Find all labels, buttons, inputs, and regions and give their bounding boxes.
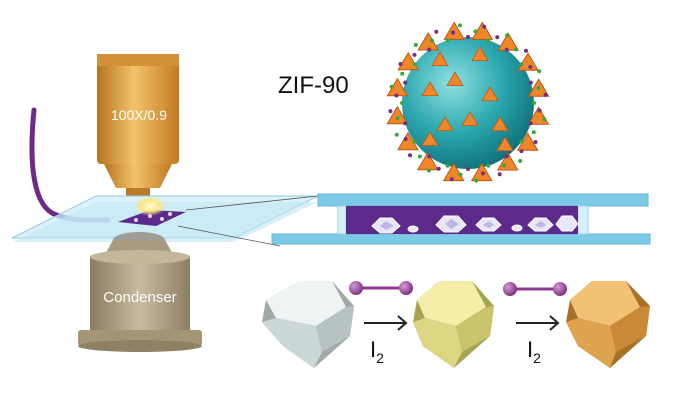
- linker-atom: [505, 48, 509, 52]
- reagent-label-2: I2: [527, 337, 541, 366]
- linker-atom: [542, 117, 546, 121]
- linker-atom: [495, 35, 499, 39]
- linker-atom: [505, 33, 509, 37]
- linker-atom: [446, 38, 450, 42]
- linker-atom: [427, 154, 431, 158]
- linker-atom: [474, 179, 478, 183]
- linker-atom: [394, 93, 398, 97]
- linker-atom: [446, 164, 450, 168]
- rhombic-dodecahedron-crystal-icon: [262, 281, 354, 368]
- linker-atom: [544, 93, 548, 97]
- linker-atom: [398, 62, 402, 66]
- linker-atom: [427, 48, 431, 52]
- tetrahedron-icon: [418, 33, 438, 50]
- linker-atom: [466, 35, 470, 39]
- linker-atom: [482, 25, 486, 29]
- linker-atom: [486, 164, 490, 168]
- linker-atom: [458, 23, 462, 27]
- linker-atom: [505, 154, 509, 158]
- linker-atom: [466, 167, 470, 171]
- arrow-right-icon: [364, 316, 406, 330]
- linker-atom: [481, 171, 485, 175]
- rhombic-dodecahedron-crystal-icon: [566, 281, 650, 368]
- linker-atom: [403, 121, 407, 125]
- zif-90-framework-icon: [387, 22, 548, 182]
- linker-atom: [390, 85, 394, 89]
- linker-atom: [412, 53, 416, 57]
- framework-label: ZIF-90: [278, 72, 349, 99]
- linker-atom: [529, 81, 533, 85]
- linker-atom: [413, 140, 417, 144]
- linker-atom: [537, 69, 541, 73]
- linker-atom: [430, 39, 434, 43]
- linker-atom: [486, 38, 490, 42]
- objective-lens-icon: 100X/0.9: [97, 54, 179, 196]
- linker-atom: [427, 169, 431, 173]
- linker-atom: [518, 159, 522, 163]
- linker-atom: [519, 140, 523, 144]
- objective-label: 100X/0.9: [111, 107, 167, 123]
- linker-atom: [434, 30, 438, 34]
- linker-atom: [536, 86, 540, 90]
- linker-atom: [404, 137, 408, 141]
- linker-atom: [534, 140, 538, 144]
- linker-atom: [414, 43, 418, 47]
- linker-atom: [520, 149, 524, 153]
- cell-cross-section: [272, 194, 650, 244]
- linker-atom: [458, 173, 462, 177]
- linker-atom: [451, 31, 455, 35]
- linker-atom: [437, 167, 441, 171]
- linker-atom: [498, 172, 502, 176]
- linker-atom: [514, 47, 518, 51]
- linker-atom: [528, 65, 532, 69]
- condenser-icon: Condenser: [78, 232, 202, 352]
- linker-atom: [450, 177, 454, 181]
- linker-atom: [532, 101, 536, 105]
- linker-atom: [418, 155, 422, 159]
- linker-atom: [408, 153, 412, 157]
- iodine-molecule-icon: [349, 281, 413, 295]
- linker-atom: [529, 121, 533, 125]
- tetrahedron-icon: [518, 53, 538, 70]
- reagent-label-1: I2: [370, 337, 384, 366]
- linker-atom: [502, 163, 506, 167]
- rhombic-dodecahedron-crystal-icon: [413, 281, 494, 368]
- linker-atom: [519, 62, 523, 66]
- arrow-right-icon: [516, 316, 558, 330]
- linker-atom: [532, 130, 536, 134]
- linker-atom: [388, 109, 392, 113]
- linker-atom: [403, 81, 407, 85]
- linker-atom: [524, 49, 528, 53]
- linker-atom: [538, 109, 542, 113]
- iodine-molecule-icon: [503, 282, 567, 296]
- linker-atom: [400, 72, 404, 76]
- linker-atom: [396, 116, 400, 120]
- linker-atom: [413, 62, 417, 66]
- linker-atom: [395, 133, 399, 137]
- condenser-label: Condenser: [103, 289, 176, 306]
- linker-atom: [474, 29, 478, 33]
- linker-atom: [400, 101, 404, 105]
